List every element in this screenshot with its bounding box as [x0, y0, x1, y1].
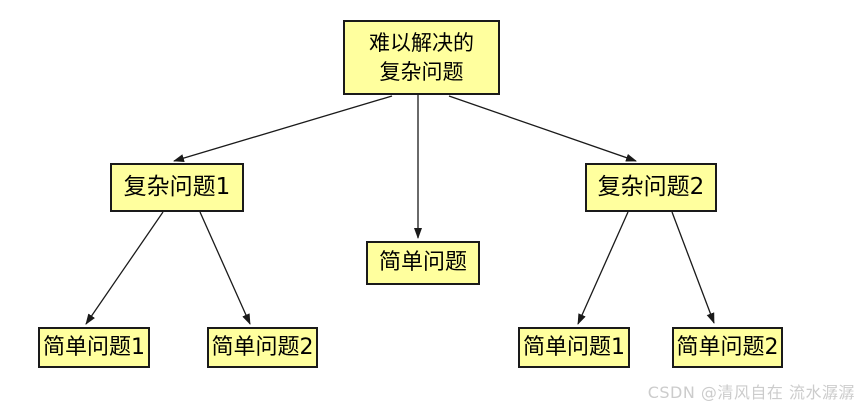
edge-complex2-simple1-right	[577, 211, 629, 325]
edge-complex2-simple2-right	[671, 211, 715, 324]
csdn-watermark: CSDN @清风自在 流水潺潺	[647, 383, 855, 402]
node-complex-problem-2: 复杂问题2	[585, 163, 717, 212]
node-complex-problem-1: 复杂问题1	[110, 163, 244, 212]
edge-root-complex2	[448, 95, 637, 162]
edge-root-complex1	[173, 95, 393, 162]
node-simple-problem-1-left: 简单问题1	[38, 327, 150, 368]
node-root-complex-problem: 难以解决的 复杂问题	[343, 20, 500, 95]
node-simple-problem-2-left: 简单问题2	[207, 327, 318, 368]
edge-complex1-simple2-left	[199, 211, 251, 325]
node-simple-problem-2-right: 简单问题2	[672, 327, 783, 368]
node-simple-problem-1-right: 简单问题1	[518, 327, 630, 368]
edge-complex1-simple1-left	[85, 211, 164, 325]
node-simple-problem-middle: 简单问题	[366, 241, 480, 285]
